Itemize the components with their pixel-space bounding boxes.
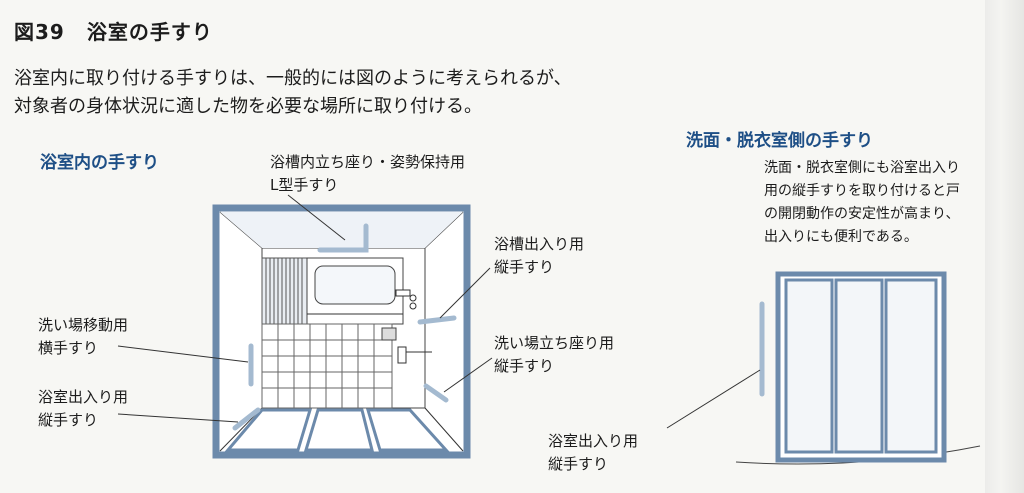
page-edge-shadow <box>985 0 1024 493</box>
description-line: 出入りにも便利である。 <box>764 229 918 245</box>
intro-line-2: 対象者の身体状況に適した物を必要な場所に取り付ける。 <box>14 96 482 117</box>
label-wash-move-rail: 洗い場移動用 横手すり <box>38 314 128 360</box>
label-line: 縦手すり <box>494 258 555 276</box>
intro-line-1: 浴室内に取り付ける手すりは、一般的には図のように考えられるが、 <box>14 68 572 89</box>
striped-wall-panel <box>261 257 308 325</box>
label-l-shape-rail: 浴槽内立ち座り・姿勢保持用 L型手すり <box>270 151 465 197</box>
l-shape-rail <box>317 223 369 253</box>
tub-entry-rail <box>417 315 457 325</box>
label-line: 洗い場移動用 <box>38 316 129 334</box>
faucet-knob <box>409 302 417 310</box>
description-line: 洗面・脱衣室側にも浴室出入り <box>764 160 960 176</box>
floor <box>224 408 450 452</box>
bathroom-drawing <box>117 194 493 459</box>
label-bath-entry-rail: 浴室出入り用 縦手すり <box>38 386 128 432</box>
label-line: 浴室出入り用 <box>548 432 639 450</box>
section-heading-bathroom: 浴室内の手すり <box>40 153 159 173</box>
description-line: 用の縦手すりを取り付けると戸 <box>764 183 960 199</box>
figure-number: 図39 <box>14 20 65 44</box>
label-line: 縦手すり <box>38 411 99 429</box>
tub-faucet <box>395 289 411 297</box>
label-line: 横手すり <box>38 339 99 357</box>
bathroom-handrails <box>232 223 457 431</box>
washroom-description: 洗面・脱衣室側にも浴室出入り 用の縦手すりを取り付けると戸 の開閉動作の安定性が… <box>764 157 960 249</box>
leader-lines <box>117 194 493 423</box>
label-tub-entry-rail: 浴槽出入り用 縦手すり <box>494 233 584 279</box>
label-wash-stand-rail: 洗い場立ち座り用 縦手すり <box>494 332 614 378</box>
wall-vent <box>381 327 397 341</box>
label-line: 浴室出入り用 <box>38 388 129 406</box>
label-line: 洗い場立ち座り用 <box>494 334 615 352</box>
ceiling <box>220 212 463 248</box>
label-line: L型手すり <box>270 176 339 194</box>
leader-line <box>666 369 761 429</box>
perspective-line <box>424 407 464 452</box>
label-line: 縦手すり <box>548 455 609 473</box>
tile-wall <box>261 323 393 409</box>
description-line: の開閉動作の安定性が高まり、 <box>764 206 960 222</box>
label-washroom-entry-rail: 浴室出入り用 縦手すり <box>548 430 638 476</box>
bathtub-basin <box>314 265 396 305</box>
section-heading-washroom: 洗面・脱衣室側の手すり <box>686 131 873 151</box>
shower-mixer <box>397 346 407 364</box>
label-line: 縦手すり <box>494 357 555 375</box>
label-line: 浴槽出入り用 <box>494 235 585 253</box>
figure-title: 図39 浴室の手すり <box>14 16 213 45</box>
wash-stand-rail <box>423 383 449 403</box>
label-line: 浴槽内立ち座り・姿勢保持用 <box>270 153 466 171</box>
figure-title-text: 浴室の手すり <box>86 20 213 44</box>
sliding-doors <box>784 278 938 454</box>
washroom-drawing <box>666 271 981 465</box>
faucet-knob <box>409 294 417 302</box>
bath-entry-rail <box>232 407 261 431</box>
